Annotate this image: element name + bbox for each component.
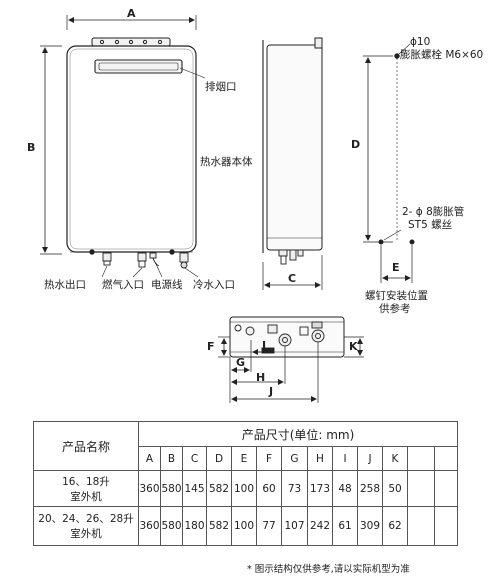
- dim-g-label: G: [236, 356, 246, 369]
- value-cell: 309: [357, 506, 383, 546]
- gas-inlet-label: 燃气入口: [102, 279, 144, 291]
- value-cell: 77: [256, 506, 282, 546]
- heater-body: [66, 45, 197, 253]
- header-product-dims: 产品尺寸(单位: mm): [138, 421, 458, 447]
- exhaust-label: 排烟口: [205, 81, 237, 93]
- value-cell: 48: [332, 470, 358, 507]
- value-cell: 580: [160, 506, 183, 546]
- col-header: A: [138, 446, 161, 471]
- empty-cell: [434, 446, 458, 471]
- table-row: 20、24、26、28升 室外机 360 580 180 582 100 77 …: [33, 506, 458, 546]
- value-cell: 60: [256, 470, 282, 507]
- empty-cell: [434, 506, 458, 546]
- value-cell: 107: [281, 506, 308, 546]
- value-cell: 145: [182, 470, 207, 507]
- product-name-cell: 20、24、26、28升 室外机: [33, 506, 139, 546]
- col-header: K: [382, 446, 408, 471]
- dim-j-label: J: [269, 385, 274, 398]
- empty-cell: [407, 506, 435, 546]
- col-header: J: [357, 446, 383, 471]
- technical-drawing: [40, 15, 415, 403]
- value-cell: 100: [231, 506, 257, 546]
- dim-i-label: I: [262, 339, 267, 352]
- dim-h-label: H: [256, 371, 266, 384]
- value-cell: 258: [357, 470, 383, 507]
- col-header: E: [231, 446, 257, 471]
- power-cord-label: 电源线: [151, 279, 183, 291]
- exhaust-outlet: [94, 59, 183, 74]
- product-name-line1: 20、24、26、28升: [38, 513, 134, 525]
- empty-cell: [407, 470, 435, 507]
- cold-water-inlet-label: 冷水入口: [193, 279, 235, 291]
- table-row: 16、18升 室外机 360 580 145 582 100 60 73 173…: [33, 470, 458, 507]
- disclaimer-note: * 图示结构仅供参考,请以实际机型为准: [247, 564, 410, 575]
- value-cell: 582: [206, 470, 232, 507]
- side-body: [266, 44, 323, 251]
- dim-d-label: D: [351, 138, 361, 151]
- empty-cell: [434, 470, 458, 507]
- bolt-spec-line2: 膨胀螺栓 M6×60: [400, 49, 484, 61]
- product-name-line2: 室外机: [70, 528, 102, 540]
- empty-cell: [407, 446, 435, 471]
- header-product-name: 产品名称: [33, 421, 139, 471]
- dim-f-label: F: [207, 340, 215, 353]
- screw-position-line1: 螺钉安装位置: [365, 290, 428, 302]
- dim-b-label: B: [27, 141, 36, 154]
- value-cell: 360: [138, 506, 161, 546]
- product-name-line1: 16、18升: [62, 475, 110, 488]
- body-label: 热水器本体: [200, 156, 253, 168]
- value-cell: 173: [307, 470, 333, 507]
- product-name-line2: 室外机: [70, 490, 102, 503]
- bottom-fittings-top: [234, 321, 325, 354]
- col-header: C: [182, 446, 207, 471]
- screw-position-line2: 供参考: [379, 303, 411, 315]
- col-header: G: [281, 446, 308, 471]
- bolt-spec-line1: ϕ10: [410, 36, 431, 48]
- front-view: [40, 15, 206, 278]
- col-header: H: [307, 446, 333, 471]
- value-cell: 50: [382, 470, 408, 507]
- screw-spec-line1: 2- ϕ 8膨胀管: [402, 206, 465, 218]
- col-header: F: [256, 446, 282, 471]
- spec-table: 产品名称 产品尺寸(单位: mm) A B C D E F G H I J K …: [33, 421, 458, 546]
- col-header: I: [332, 446, 358, 471]
- screw-spec-line2: ST5 螺丝: [408, 219, 453, 231]
- value-cell: 582: [206, 506, 232, 546]
- dim-k-label: K: [349, 340, 358, 353]
- side-view: [262, 37, 415, 290]
- side-fittings: [278, 249, 304, 265]
- col-header: D: [206, 446, 232, 471]
- value-cell: 73: [281, 470, 308, 507]
- value-cell: 580: [160, 470, 183, 507]
- bottom-fittings: [102, 252, 189, 269]
- value-cell: 62: [382, 506, 408, 546]
- col-header: B: [160, 446, 183, 471]
- value-cell: 360: [138, 470, 161, 507]
- value-cell: 242: [307, 506, 333, 546]
- value-cell: 100: [231, 470, 257, 507]
- dim-e-label: E: [392, 261, 400, 274]
- bottom-view: [218, 316, 364, 403]
- value-cell: 180: [182, 506, 207, 546]
- dim-c-label: C: [288, 272, 297, 285]
- dim-a-label: A: [127, 7, 136, 20]
- hot-water-outlet-label: 热水出口: [44, 279, 86, 291]
- product-name-cell: 16、18升 室外机: [33, 470, 139, 507]
- value-cell: 61: [332, 506, 358, 546]
